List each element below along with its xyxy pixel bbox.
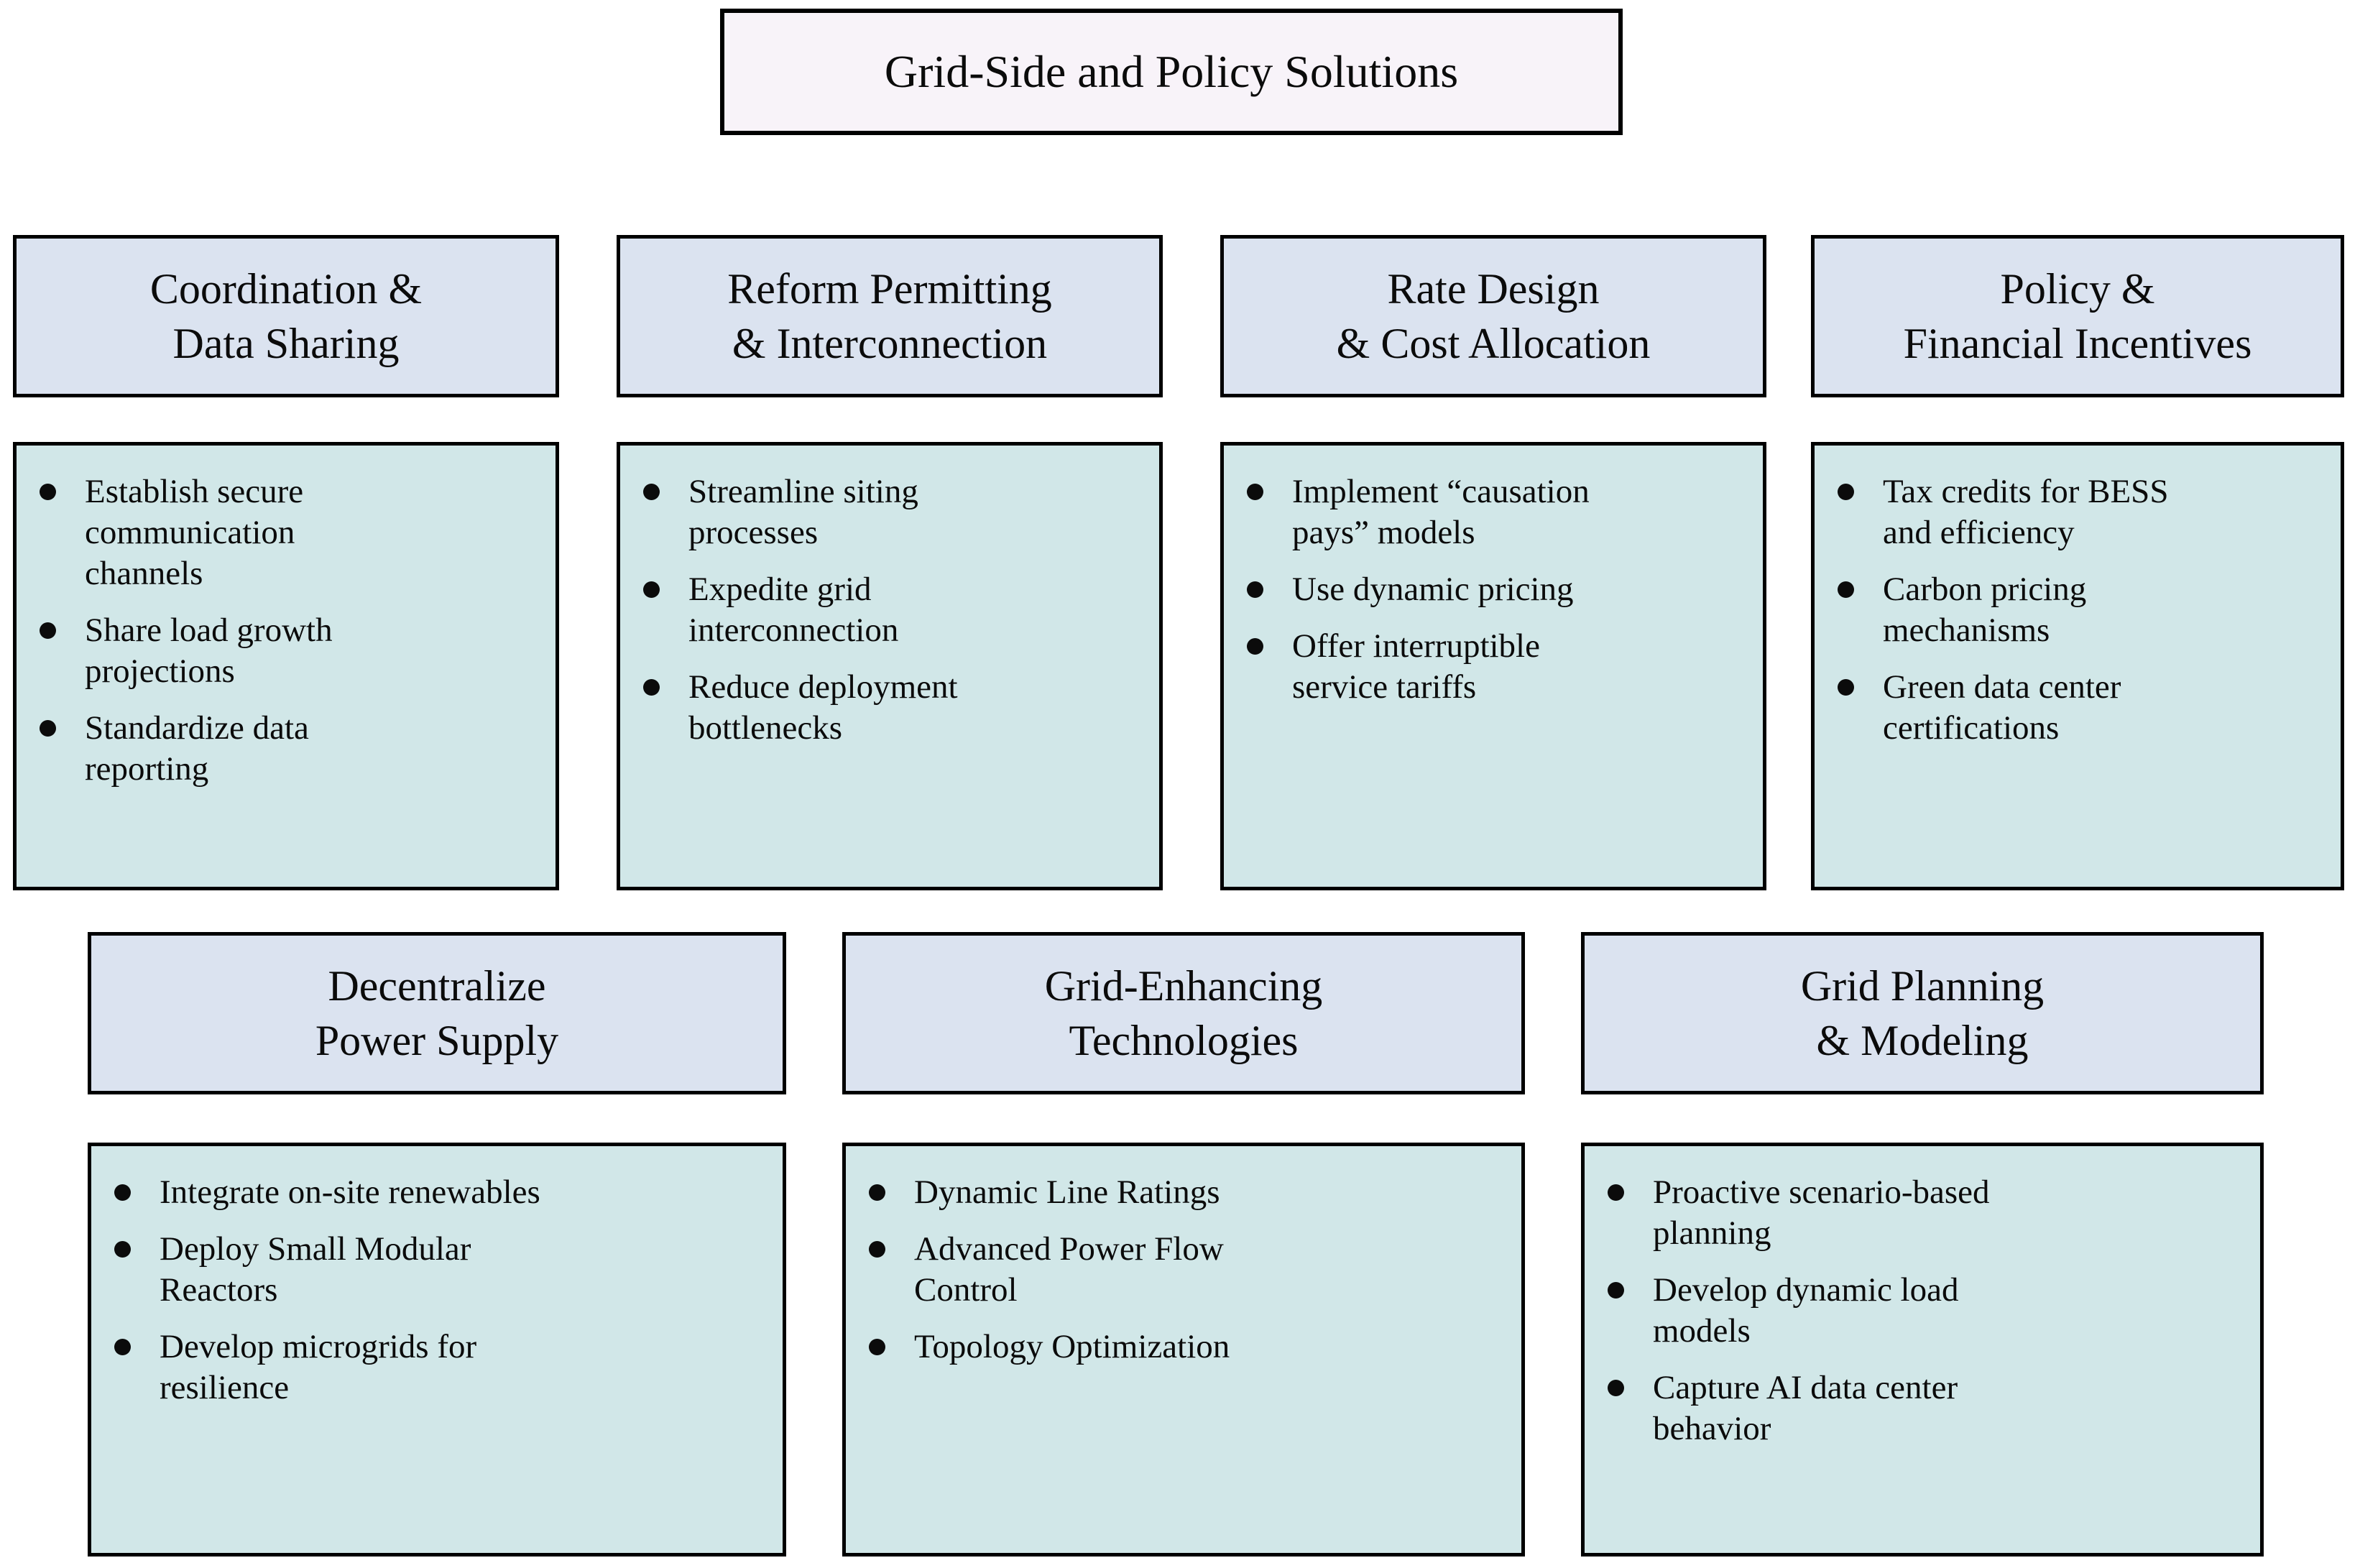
bullet-list: Dynamic Line Ratings Advanced Power Flow… [846,1172,1501,1368]
bullet-list: Integrate on-site renewables Deploy Smal… [91,1172,762,1408]
content-decentralize-power-supply: Integrate on-site renewables Deploy Smal… [88,1143,786,1557]
header-decentralize-power-supply: Decentralize Power Supply [88,932,786,1094]
bullet-item: Expedite grid interconnection [620,569,1139,651]
header-label: Grid Planning & Modeling [1800,962,2045,1064]
bullet-list: Streamline siting processes Expedite gri… [620,471,1139,749]
bullet-item: Advanced Power Flow Control [846,1229,1501,1311]
bullet-item: Proactive scenario-based planning [1585,1172,2240,1254]
bullet-item: Deploy Small Modular Reactors [91,1229,762,1311]
bullet-item: Develop microgrids for resilience [91,1327,762,1408]
bullet-list: Implement “causation pays” models Use dy… [1224,471,1743,708]
content-rate-design-cost-allocation: Implement “causation pays” models Use dy… [1220,442,1766,890]
header-reform-permitting-interconnection: Reform Permitting & Interconnection [617,235,1163,397]
bullet-item: Integrate on-site renewables [91,1172,762,1213]
bullet-item: Topology Optimization [846,1327,1501,1368]
header-grid-enhancing-technologies: Grid-Enhancing Technologies [842,932,1525,1094]
bullet-item: Standardize data reporting [17,708,535,790]
header-rate-design-cost-allocation: Rate Design & Cost Allocation [1220,235,1766,397]
header-label: Decentralize Power Supply [315,962,559,1064]
bullet-item: Carbon pricing mechanisms [1815,569,2320,651]
header-label: Rate Design & Cost Allocation [1336,265,1651,367]
diagram-title: Grid-Side and Policy Solutions [884,46,1459,97]
bullet-item: Reduce deployment bottlenecks [620,667,1139,749]
header-label: Reform Permitting & Interconnection [727,265,1052,367]
content-grid-planning-modeling: Proactive scenario-based planning Develo… [1581,1143,2264,1557]
header-grid-planning-modeling: Grid Planning & Modeling [1581,932,2264,1094]
bullet-item: Tax credits for BESS and efficiency [1815,471,2320,553]
content-coordination-data-sharing: Establish secure communication channels … [13,442,559,890]
bullet-item: Capture AI data center behavior [1585,1368,2240,1449]
content-reform-permitting-interconnection: Streamline siting processes Expedite gri… [617,442,1163,890]
bullet-list: Proactive scenario-based planning Develo… [1585,1172,2240,1449]
header-label: Policy & Financial Incentives [1903,265,2252,367]
content-policy-financial-incentives: Tax credits for BESS and efficiency Carb… [1811,442,2344,890]
bullet-item: Develop dynamic load models [1585,1270,2240,1352]
bullet-item: Share load growth projections [17,610,535,692]
bullet-item: Implement “causation pays” models [1224,471,1743,553]
content-grid-enhancing-technologies: Dynamic Line Ratings Advanced Power Flow… [842,1143,1525,1557]
bullet-item: Use dynamic pricing [1224,569,1743,610]
bullet-item: Offer interruptible service tariffs [1224,626,1743,708]
bullet-item: Green data center certifications [1815,667,2320,749]
bullet-list: Tax credits for BESS and efficiency Carb… [1815,471,2320,749]
bullet-item: Establish secure communication channels [17,471,535,594]
diagram-title-box: Grid-Side and Policy Solutions [720,9,1623,135]
header-coordination-data-sharing: Coordination & Data Sharing [13,235,559,397]
header-policy-financial-incentives: Policy & Financial Incentives [1811,235,2344,397]
header-label: Coordination & Data Sharing [149,265,423,367]
bullet-item: Streamline siting processes [620,471,1139,553]
bullet-list: Establish secure communication channels … [17,471,535,790]
header-label: Grid-Enhancing Technologies [1044,962,1323,1064]
bullet-item: Dynamic Line Ratings [846,1172,1501,1213]
